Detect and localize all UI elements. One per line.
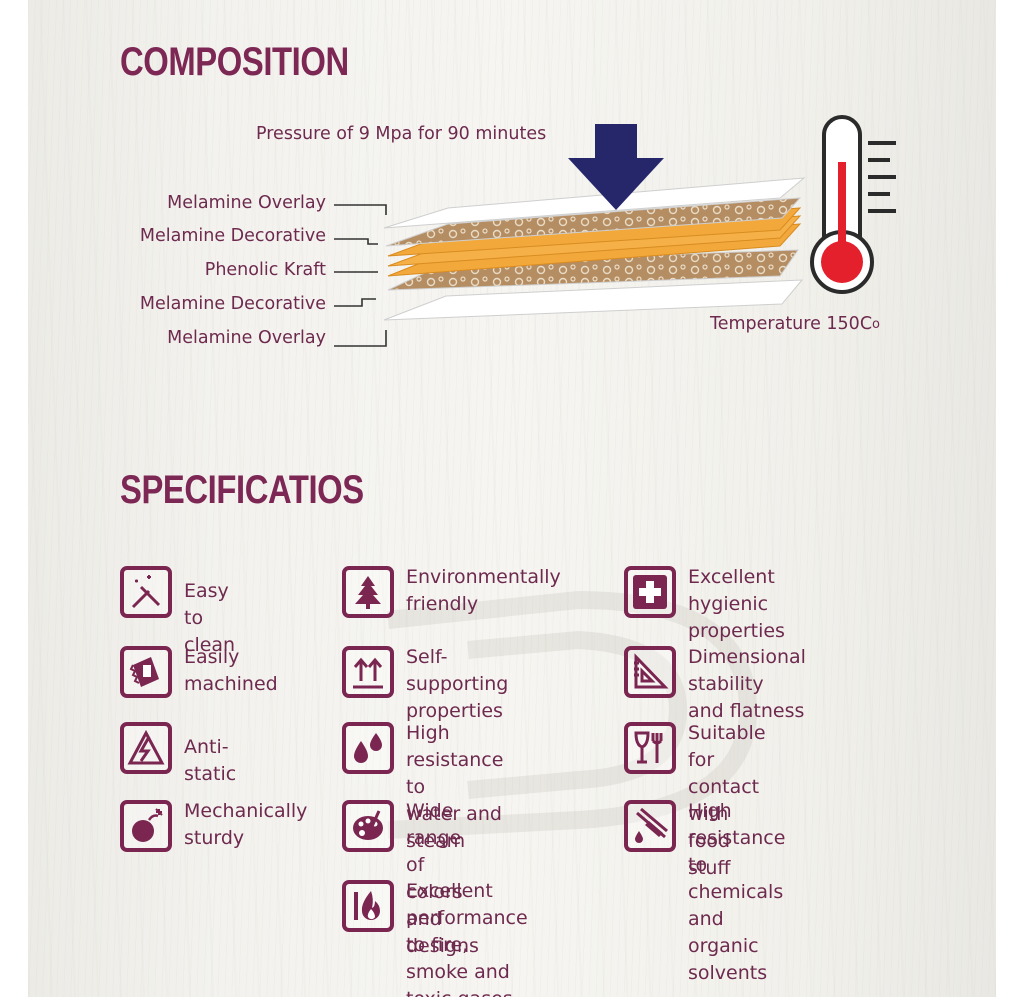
thermometer-icon [810, 115, 896, 294]
leader-line-overlay-bottom [334, 330, 387, 347]
layer-melamine-overlay-bottom [383, 279, 804, 321]
spec-text: Wide range of colors and designs [406, 800, 479, 957]
spec-text: Suitable for contact with food stuff [688, 722, 766, 879]
up-arrows-icon [342, 646, 394, 698]
spec-text: High resistance to water and steam [406, 722, 504, 852]
temperature-caption: Temperature 150Co [710, 314, 881, 334]
specifications-heading: SPECIFICATIOS [120, 468, 364, 512]
layer-melamine-overlay-top [383, 177, 806, 229]
layer-label-melamine-overlay-top: Melamine Overlay [167, 193, 326, 213]
test-tube-icon [624, 800, 676, 852]
glass-fork-icon [624, 722, 676, 774]
layer-melamine-decorative-top [385, 197, 802, 247]
spec-text: High resistance to chemicals and organic… [688, 800, 786, 984]
leader-line-decorative-bottom [334, 298, 376, 307]
layer-label-melamine-decorative-bottom: Melamine Decorative [139, 294, 326, 314]
composition-heading: COMPOSITION [120, 40, 349, 84]
tree-icon [342, 566, 394, 618]
fire-icon [342, 880, 394, 932]
wiper-icon [120, 566, 172, 618]
spec-text: Easy to clean [184, 580, 236, 656]
layer-label-phenolic-kraft: Phenolic Kraft [204, 260, 326, 280]
spec-text: Excellent hygienic properties [688, 566, 785, 642]
palette-icon [342, 800, 394, 852]
bomb-icon [120, 800, 172, 852]
degree-mark: o [872, 317, 881, 332]
leader-line-decorative-top [334, 238, 378, 245]
composition-diagram [334, 115, 896, 347]
leader-line-overlay-top [334, 204, 387, 215]
water-drops-icon [342, 722, 394, 774]
spec-text: Mechanically sturdy [184, 800, 308, 849]
layer-label-melamine-decorative-top: Melamine Decorative [139, 226, 326, 246]
saw-blade-icon [120, 646, 172, 698]
spec-text: Anti-static [184, 736, 237, 785]
set-square-icon [624, 646, 676, 698]
medical-cross-icon [624, 566, 676, 618]
pressure-caption: Pressure of 9 Mpa for 90 minutes [256, 124, 547, 144]
spec-text: Self-supporting properties [406, 646, 509, 722]
spec-text: Easily machined [184, 646, 278, 695]
pressure-arrow-icon [568, 124, 664, 210]
spec-text: Environmentally friendly [406, 566, 561, 615]
spec-text: Dimensional stability and flatness [688, 646, 806, 722]
lightning-icon [120, 722, 172, 774]
spec-text: Excellent performance to fire, smoke and… [406, 880, 528, 997]
page-sheet: COMPOSITION Pressure of 9 Mpa for 90 min… [28, 0, 996, 997]
layer-label-melamine-overlay-bottom: Melamine Overlay [167, 328, 326, 348]
